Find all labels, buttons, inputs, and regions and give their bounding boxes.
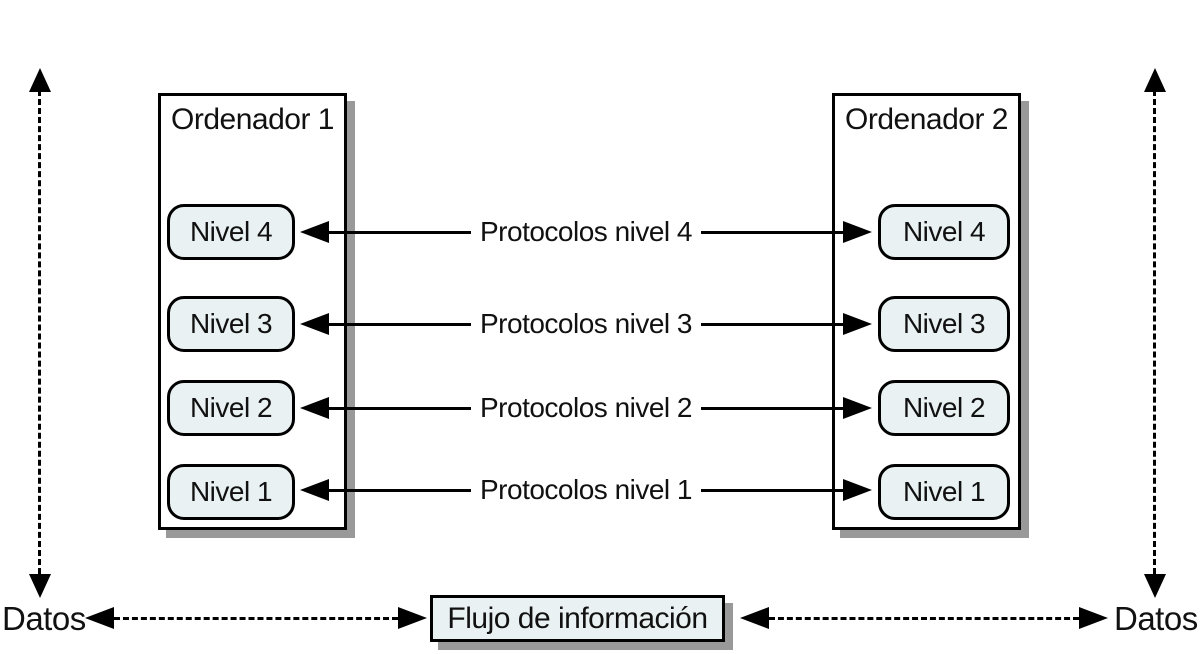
protocol-label-3: Protocolos nivel 3 <box>480 308 693 339</box>
arrow-left-icon <box>300 479 329 501</box>
arrow-up-icon <box>1144 68 1166 92</box>
computer-1-level-1-box: Nivel 1 <box>167 464 295 520</box>
arrow-left-icon <box>300 313 329 335</box>
information-flow-box: Flujo de información <box>430 595 725 642</box>
protocol-label-4: Protocolos nivel 4 <box>480 216 693 247</box>
arrow-left-icon <box>85 607 114 629</box>
left-bottom-dashed-arrow <box>85 606 427 630</box>
computer-1-title: Ordenador 1 <box>171 103 334 136</box>
dashed-line <box>769 616 1079 620</box>
protocol-row-4: Protocolos nivel 4 <box>300 216 873 247</box>
right-bottom-dashed-arrow <box>740 606 1108 630</box>
arrow-right-icon <box>1079 607 1108 629</box>
computer-1-level-3-box: Nivel 3 <box>167 296 295 352</box>
protocol-line <box>329 322 471 326</box>
arrow-left-icon <box>740 607 769 629</box>
arrow-down-icon <box>29 574 51 598</box>
computer-2-level-2-box: Nivel 2 <box>878 380 1010 436</box>
protocol-row-1: Protocolos nivel 1 <box>300 474 873 505</box>
protocol-line <box>701 230 844 234</box>
computer-2-level-3-box: Nivel 3 <box>878 296 1010 352</box>
left-data-label: Datos <box>2 600 86 637</box>
arrow-right-icon <box>843 479 873 501</box>
left-vertical-dashed-line <box>38 90 41 574</box>
arrow-down-icon <box>1144 574 1166 598</box>
computer-2-level-1-box: Nivel 1 <box>878 464 1010 520</box>
computer-2-level-4-box: Nivel 4 <box>878 204 1010 260</box>
protocol-label-1: Protocolos nivel 1 <box>480 474 693 505</box>
arrow-right-icon <box>843 221 873 243</box>
arrow-right-icon <box>843 313 873 335</box>
protocol-row-3: Protocolos nivel 3 <box>300 308 873 339</box>
right-vertical-dashed-line <box>1153 90 1156 574</box>
computer-1-level-4-box: Nivel 4 <box>167 204 295 260</box>
computer-1-level-2-box: Nivel 2 <box>167 380 295 436</box>
protocol-line <box>701 406 844 410</box>
protocol-line <box>701 488 844 492</box>
protocol-line <box>329 406 471 410</box>
arrow-left-icon <box>300 221 329 243</box>
protocol-row-2: Protocolos nivel 2 <box>300 392 873 423</box>
protocol-line <box>701 322 844 326</box>
arrow-right-icon <box>398 607 427 629</box>
protocol-line <box>329 230 471 234</box>
protocol-line <box>329 488 471 492</box>
arrow-right-icon <box>843 397 873 419</box>
arrow-left-icon <box>300 397 329 419</box>
dashed-line <box>114 616 398 620</box>
protocol-label-2: Protocolos nivel 2 <box>480 392 693 423</box>
arrow-up-icon <box>29 68 51 92</box>
computer-2-title: Ordenador 2 <box>845 103 1008 136</box>
right-data-label: Datos <box>1114 600 1198 637</box>
